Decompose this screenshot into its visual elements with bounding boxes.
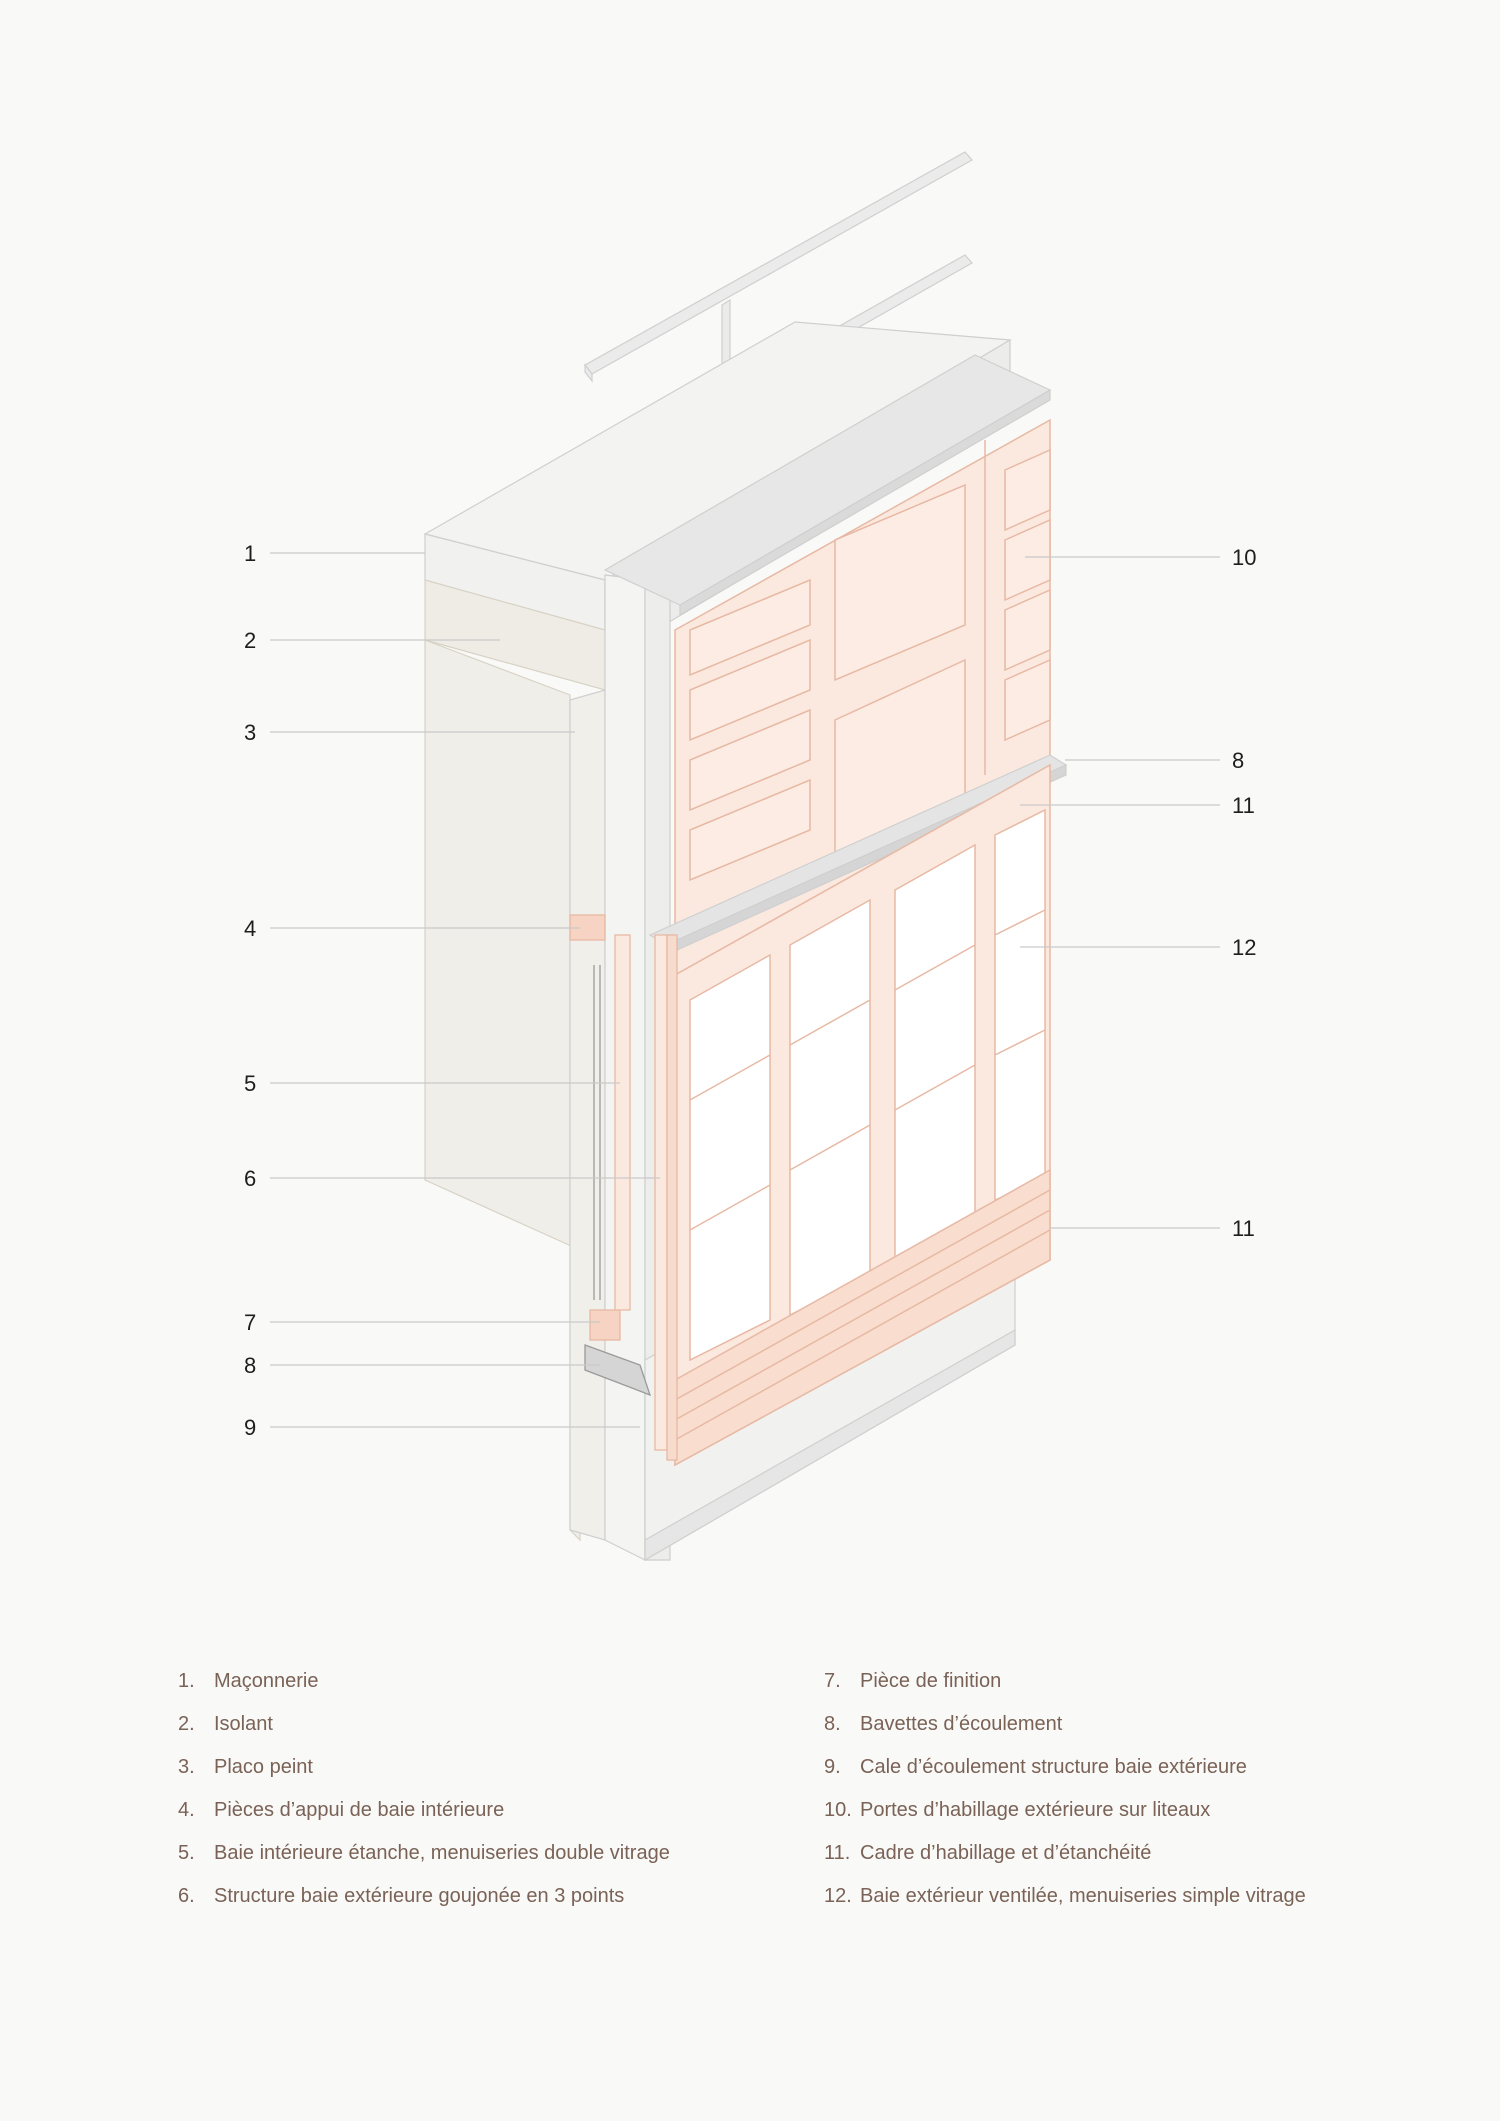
legend-number: 3.	[178, 1756, 195, 1778]
top-coping	[603, 354, 1052, 617]
legend-label: Placo peint	[214, 1756, 313, 1778]
legend-column-left: 1. Maçonnerie 2. Isolant 3. Placo peint …	[178, 1670, 670, 1928]
callout-numbers: 1 2 3 4 5 6 7 8 9 10 8 11 12 11	[244, 541, 1256, 1440]
legend-item: 4. Pièces d’appui de baie intérieure	[178, 1799, 670, 1842]
legend-item: 3. Placo peint	[178, 1756, 670, 1799]
legend-label: Cale d’écoulement structure baie extérie…	[860, 1756, 1247, 1778]
panel-cladding	[674, 418, 1051, 977]
callout-number: 8	[244, 1353, 256, 1378]
legend-number: 11.	[824, 1842, 851, 1864]
legend-item: 10. Portes d’habillage extérieure sur li…	[824, 1799, 1306, 1842]
legend-number: 10.	[824, 1799, 852, 1821]
legend-item: 2. Isolant	[178, 1713, 670, 1756]
legend: 1. Maçonnerie 2. Isolant 3. Placo peint …	[0, 1660, 1500, 1960]
callout-number: 7	[244, 1310, 256, 1335]
legend-number: 6.	[178, 1885, 195, 1907]
legend-number: 1.	[178, 1670, 195, 1692]
legend-number: 5.	[178, 1842, 195, 1864]
callout-leaders	[270, 552, 1220, 1428]
legend-label: Structure baie extérieure goujonée en 3 …	[214, 1885, 625, 1907]
callout-number: 4	[244, 916, 256, 941]
callout-number: 9	[244, 1415, 256, 1440]
callout-number: 10	[1232, 545, 1256, 570]
legend-label: Baie intérieure étanche, menuiseries dou…	[214, 1842, 670, 1864]
legend-number: 9.	[824, 1756, 841, 1778]
callout-number: 8	[1232, 748, 1244, 773]
outer-window	[674, 763, 1051, 1467]
legend-item: 5. Baie intérieure étanche, menuiseries …	[178, 1842, 670, 1885]
legend-item: 11. Cadre d’habillage et d’étanchéité	[824, 1842, 1306, 1885]
legend-item: 12. Baie extérieur ventilée, menuiseries…	[824, 1885, 1306, 1928]
legend-label: Bavettes d’écoulement	[860, 1713, 1063, 1735]
legend-number: 2.	[178, 1713, 195, 1735]
callout-number: 2	[244, 628, 256, 653]
legend-number: 7.	[824, 1670, 841, 1692]
callout-number: 11	[1232, 793, 1255, 818]
legend-label: Pièce de finition	[860, 1670, 1002, 1692]
legend-label: Isolant	[214, 1713, 273, 1735]
legend-number: 4.	[178, 1799, 195, 1821]
inner-window-section	[569, 914, 678, 1461]
legend-item: 8. Bavettes d’écoulement	[824, 1713, 1306, 1756]
legend-item: 7. Pièce de finition	[824, 1670, 1306, 1713]
legend-label: Maçonnerie	[214, 1670, 319, 1692]
legend-item: 1. Maçonnerie	[178, 1670, 670, 1713]
legend-label: Pièces d’appui de baie intérieure	[214, 1799, 505, 1821]
callout-number: 11	[1232, 1216, 1255, 1241]
legend-label: Baie extérieur ventilée, menuiseries sim…	[860, 1885, 1306, 1907]
legend-item: 9. Cale d’écoulement structure baie exté…	[824, 1756, 1306, 1799]
legend-number: 12.	[824, 1885, 852, 1907]
callout-number: 1	[244, 541, 256, 566]
legend-column-right: 7. Pièce de finition 8. Bavettes d’écoul…	[824, 1670, 1306, 1928]
callout-number: 3	[244, 720, 256, 745]
callout-number: 5	[244, 1071, 256, 1096]
callout-number: 6	[244, 1166, 256, 1191]
legend-label: Cadre d’habillage et d’étanchéité	[860, 1842, 1152, 1864]
insulation-layer	[424, 579, 606, 1542]
legend-label: Portes d’habillage extérieure sur liteau…	[860, 1799, 1211, 1821]
callout-number: 12	[1232, 935, 1256, 960]
legend-number: 8.	[824, 1713, 841, 1735]
legend-item: 6. Structure baie extérieure goujonée en…	[178, 1885, 670, 1928]
